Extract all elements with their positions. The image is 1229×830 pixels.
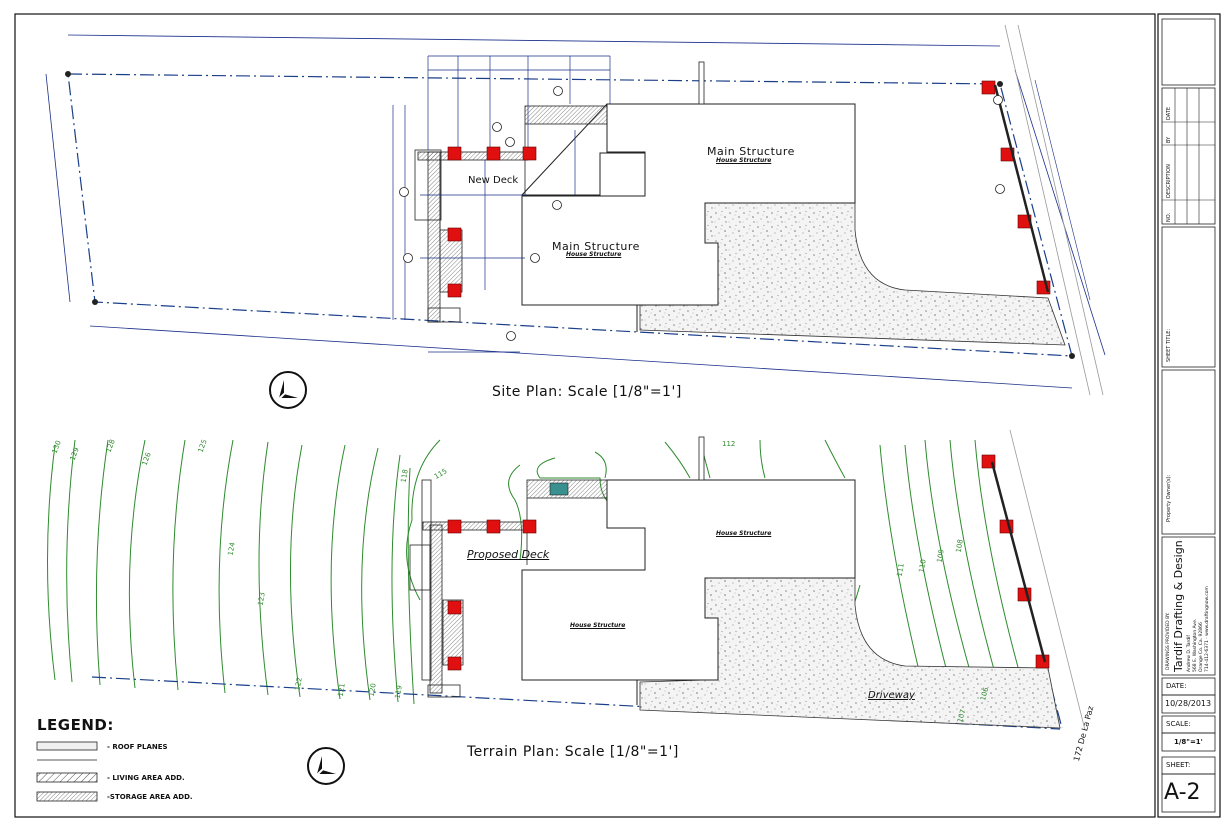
- company-address-1: 568 E. Washington Ave.: [1193, 618, 1198, 672]
- rev-header-date: DATE: [1166, 106, 1172, 120]
- contour-label: 112: [722, 440, 736, 448]
- company-address-2: Orange Co. Ca. 92866: [1199, 622, 1204, 672]
- driveway-area: [639, 202, 1066, 346]
- terrain-footings: [447, 454, 1050, 671]
- company-name: Tardif Drafting & Design: [1172, 540, 1185, 672]
- sheet-title-label: SHEET TITLE:: [1166, 328, 1172, 362]
- terrain-house-label-2: House Structure: [570, 622, 626, 629]
- proposed-deck: [409, 479, 608, 698]
- company-contact: Andrew D. Tardif: [1187, 635, 1192, 672]
- proposed-deck-label: Proposed Deck: [467, 548, 550, 561]
- property-owner-label: Property Owner(s):: [1166, 474, 1172, 522]
- date-value: 10/28/2013: [1165, 699, 1212, 708]
- rev-header-no: NO.: [1166, 212, 1172, 222]
- legend-title: LEGEND:: [37, 716, 114, 734]
- scale-value: 1/8"=1': [1174, 738, 1203, 746]
- house-structure-label-1: House Structure: [716, 157, 772, 164]
- terrain-driveway-area: [639, 577, 1061, 729]
- scale-label: SCALE:: [1166, 720, 1191, 728]
- legend-living-area: - LIVING AREA ADD.: [107, 774, 185, 782]
- legend-storage-area: -STORAGE AREA ADD.: [107, 793, 193, 801]
- sheet-label: SHEET:: [1166, 761, 1191, 769]
- site-plan: [45, 24, 1106, 409]
- new-deck-label: New Deck: [468, 175, 519, 186]
- legend-roof-planes: - ROOF PLANES: [107, 743, 168, 751]
- terrain-plan-title: Terrain Plan: Scale [1/8"=1']: [467, 744, 679, 760]
- elevation-markers: [399, 86, 1005, 341]
- terrain-house: [521, 479, 856, 681]
- legend-swatches: [36, 741, 98, 802]
- house-structure-label-2: House Structure: [566, 251, 622, 258]
- north-arrow-site: [269, 371, 307, 409]
- sheet-number: A-2: [1164, 780, 1201, 805]
- main-structure-label-2: Main Structure: [552, 240, 640, 253]
- rev-header-description: DESCRIPTION: [1166, 164, 1172, 198]
- driveway-label: Driveway: [868, 690, 915, 701]
- main-structure-label-1: Main Structure: [707, 145, 795, 158]
- new-deck: [414, 105, 608, 323]
- drawings-provided-by: DRAWINGS PROVIDED BY:: [1166, 612, 1171, 670]
- site-plan-title: Site Plan: Scale [1/8"=1']: [492, 384, 682, 400]
- terrain-house-label-1: House Structure: [716, 530, 772, 537]
- title-block: [1157, 13, 1221, 818]
- terrain-plan: [47, 429, 1086, 785]
- sheet-border: [14, 13, 1156, 818]
- company-phone: 714-412-6371 · www.draftingnow.com: [1205, 586, 1210, 672]
- rev-header-by: BY: [1166, 136, 1172, 143]
- property-corners: [65, 71, 1075, 359]
- north-arrow-terrain: [307, 747, 345, 785]
- date-label: DATE:: [1166, 682, 1187, 690]
